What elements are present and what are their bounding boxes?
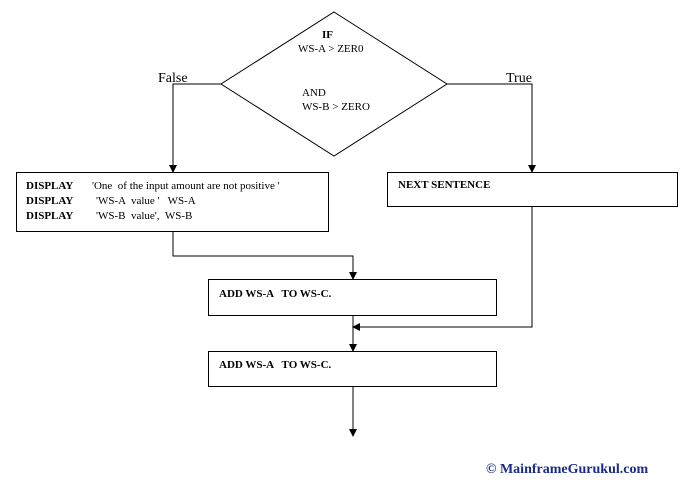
display-keyword-2: DISPLAY — [26, 195, 74, 207]
true-branch-connector — [447, 83, 536, 173]
decision-condition-line1: WS-A > ZER0 — [298, 43, 364, 55]
false-to-add-connector — [172, 232, 357, 280]
display-text-3: 'WS-B value', WS-B — [96, 210, 193, 222]
display-keyword-1: DISPLAY — [26, 180, 74, 192]
display-text-2: 'WS-A value ' WS-A — [96, 195, 196, 207]
decision-diamond — [220, 11, 448, 157]
next-sentence-text: NEXT SENTENCE — [398, 179, 491, 191]
add-statement-text-1: ADD WS-A TO WS-C. — [219, 288, 332, 300]
false-label: False — [158, 71, 188, 86]
display-text-1: 'One of the input amount are not positiv… — [92, 180, 280, 192]
display-keyword-3: DISPLAY — [26, 210, 74, 222]
false-branch-box: DISPLAY 'One of the input amount are not… — [16, 172, 329, 232]
decision-keyword: IF — [322, 29, 333, 41]
add-statement-box-1: ADD WS-A TO WS-C. — [208, 279, 497, 316]
decision-condition-line3: WS-B > ZERO — [302, 101, 370, 113]
copyright-text: © MainframeGurukul.com — [486, 462, 649, 477]
true-branch-box: NEXT SENTENCE — [387, 172, 678, 207]
true-merge-connector — [352, 207, 533, 331]
add-statement-box-2: ADD WS-A TO WS-C. — [208, 351, 497, 387]
true-label: True — [506, 71, 532, 86]
false-branch-connector — [169, 83, 221, 173]
decision-condition-and: AND — [302, 87, 326, 99]
add-statement-text-2: ADD WS-A TO WS-C. — [219, 359, 332, 371]
